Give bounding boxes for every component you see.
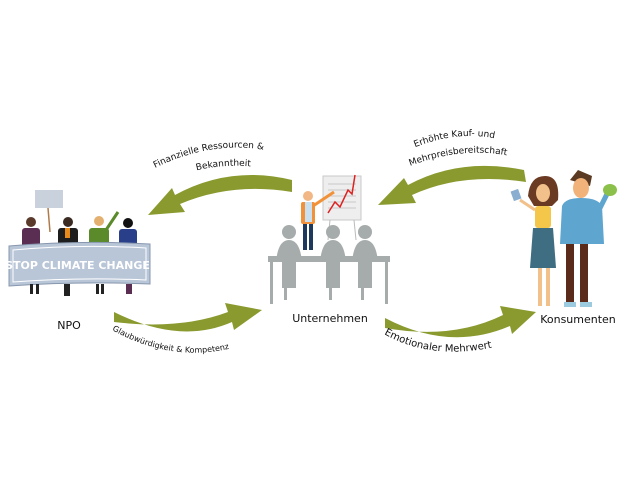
arrow-label-company-to-npo-line2: Bekanntheit — [195, 159, 252, 174]
consumers-couple-illustration — [510, 170, 617, 307]
node-label-consumers: Konsumenten — [540, 313, 616, 326]
protest-banner — [8, 241, 151, 287]
node-label-npo: NPO — [57, 319, 81, 332]
npo-protesters-illustration: STOP CLIMATE CHANGE! — [5, 190, 155, 296]
protest-sign — [35, 190, 63, 208]
arrow-consumers-to-company — [378, 165, 526, 205]
arrow-company-to-consumers — [385, 306, 536, 338]
node-label-company: Unternehmen — [292, 312, 368, 325]
banner-text: STOP CLIMATE CHANGE! — [5, 259, 155, 272]
arrow-npo-to-company — [114, 303, 262, 332]
company-meeting-illustration — [268, 174, 390, 304]
arrow-company-to-npo — [148, 175, 292, 215]
arrow-label-consumers-to-company-line2: Mehrpreisbereitschaft — [408, 146, 509, 169]
